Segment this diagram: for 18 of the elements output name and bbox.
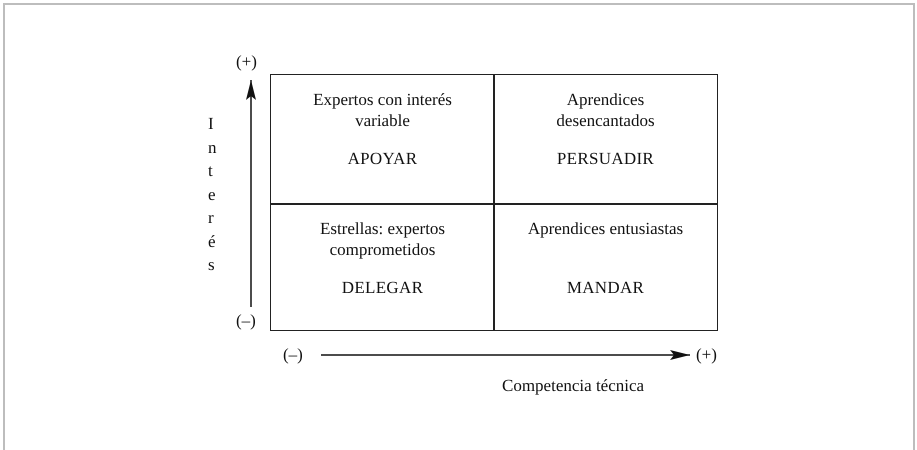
axis-title: Competencia técnica [502, 376, 644, 396]
action-label: DELEGAR [342, 277, 424, 298]
axis-end-label: (–) [283, 345, 303, 365]
quadrant-box [270, 203, 495, 331]
axis-end-label: (+) [696, 345, 717, 365]
quadrant-box [493, 74, 718, 205]
quadrant-title: Estrellas: expertos comprometidos [318, 218, 446, 260]
quadrant-title: Aprendices desencantados [555, 89, 656, 131]
axis-end-label: (–) [236, 311, 256, 331]
quadrant-title: Expertos con interés variable [312, 89, 453, 131]
axis-title: Interés [208, 113, 218, 276]
action-label: PERSUADIR [556, 148, 654, 169]
action-label: APOYAR [348, 148, 418, 169]
axis-end-label: (+) [236, 52, 257, 72]
quadrant-box [493, 203, 718, 331]
action-label: MANDAR [566, 277, 644, 298]
quadrant-box [270, 74, 495, 205]
quadrant-title: Aprendices entusiastas [528, 218, 684, 240]
